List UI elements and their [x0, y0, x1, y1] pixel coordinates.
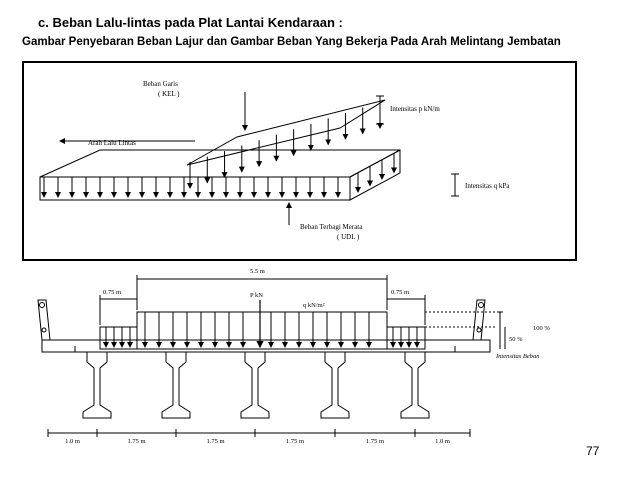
slide-heading: c. Beban Lalu-lintas pada Plat Lantai Ke… — [38, 15, 343, 30]
slide-subheading: Gambar Penyebaran Beban Lajur dan Gambar… — [22, 36, 561, 48]
udl-side-arrows — [355, 153, 397, 193]
left-offset-label: 0.75 m — [103, 289, 121, 296]
right-railing — [472, 299, 486, 341]
intensity-label: Intensitas Beban — [495, 353, 540, 360]
udl-label-line1: Beban Terbagi Merata — [300, 223, 363, 231]
kel-line-load — [186, 99, 386, 166]
girder — [161, 352, 191, 419]
girder — [320, 352, 350, 419]
traffic-direction-label: Arah Lalu Lintas — [88, 139, 136, 147]
load-arrows — [103, 312, 420, 348]
pct-100-label: 100 % — [533, 325, 550, 332]
span-label: 1.0 m — [65, 438, 80, 445]
figure-frame — [22, 61, 577, 261]
udl-label-line2: ( UDL ) — [337, 233, 360, 241]
span-label: 1.75 m — [127, 438, 145, 445]
page-number: 77 — [586, 444, 600, 458]
intensity-q-label: Intensitas q kPa — [465, 182, 510, 190]
cross-section-figure: 5.5 m 0.75 m 0.75 m P kN q kN/m² 100 % 5… — [37, 268, 550, 445]
kel-label-line2: ( KEL ) — [158, 90, 180, 98]
intensity-p-label: Intensitas p kN/m — [390, 105, 440, 113]
lane-load-figure: Beban Garis ( KEL ) Intensitas p kN/m Ar… — [22, 61, 577, 261]
span-label: 1.0 m — [435, 438, 450, 445]
girder — [82, 352, 112, 419]
kel-label-line1: Beban Garis — [143, 80, 178, 88]
girders — [82, 352, 430, 419]
girder — [240, 352, 270, 419]
right-offset-label: 0.75 m — [391, 289, 409, 296]
deck-cross-section — [41, 339, 491, 353]
kel-arrows — [187, 102, 383, 189]
span-label: 1.75 m — [286, 438, 304, 445]
width-label: 5.5 m — [250, 268, 265, 275]
udl-arrows — [41, 177, 341, 198]
pct-50-label: 50 % — [509, 336, 523, 343]
span-label: 1.75 m — [366, 438, 384, 445]
girder — [400, 352, 430, 419]
q-label: q kN/m² — [303, 302, 325, 309]
left-railing — [37, 299, 51, 341]
p-label: P kN — [250, 292, 263, 299]
load-blocks — [99, 311, 497, 350]
span-label: 1.75 m — [206, 438, 224, 445]
deck-slab — [39, 149, 401, 201]
